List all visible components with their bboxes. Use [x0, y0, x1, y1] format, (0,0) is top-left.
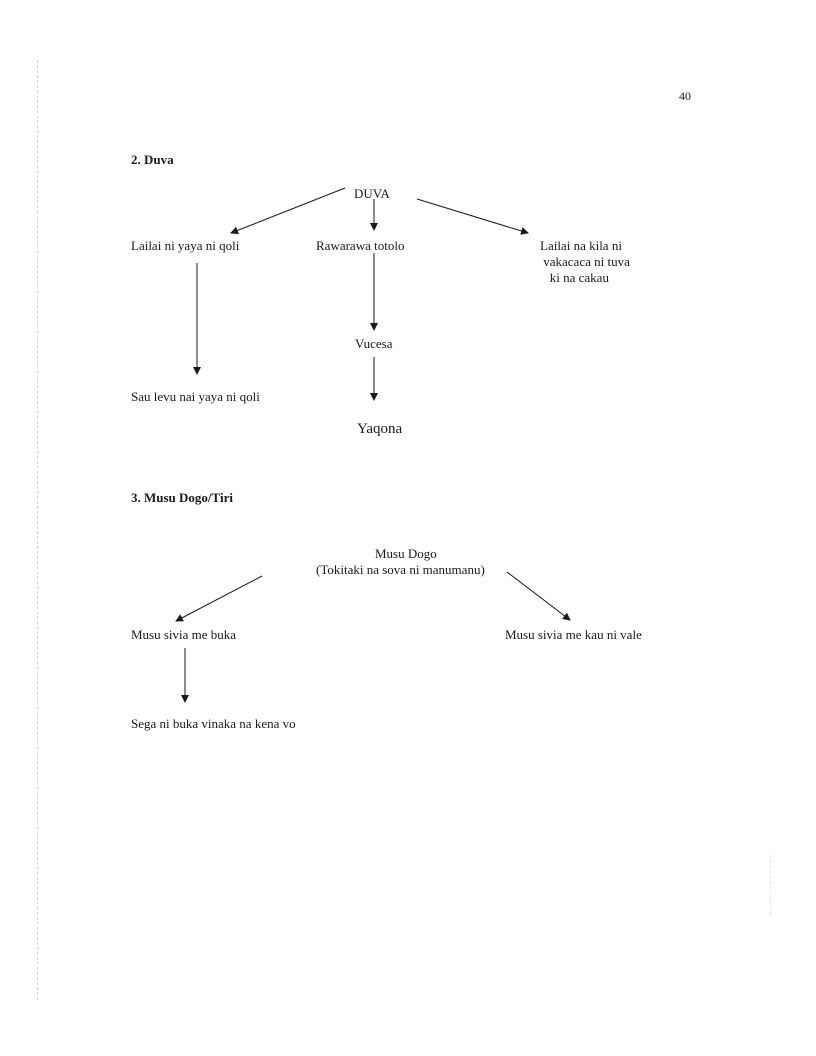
duva-left-result: Sau levu nai yaya ni qoli — [131, 389, 260, 404]
musu-right-branch: Musu sivia me kau ni vale — [505, 627, 642, 642]
musu-left-branch: Musu sivia me buka — [131, 627, 237, 642]
scan-margin-line — [37, 60, 38, 1000]
duva-root-node: DUVA — [354, 186, 390, 201]
duva-middle-branch: Rawarawa totolo — [316, 238, 405, 253]
arrow-duva-to-right — [416, 198, 529, 235]
page-number: 40 — [679, 89, 691, 103]
duva-middle-result: Yaqona — [357, 421, 403, 437]
musu-root-node: Musu Dogo — [375, 546, 437, 561]
duva-left-branch: Lailai ni yaya ni qoli — [131, 238, 240, 253]
section-heading-musu-dogo: 3. Musu Dogo/Tiri — [131, 490, 233, 505]
arrow-musu-to-right — [506, 571, 571, 621]
section-heading-duva: 2. Duva — [131, 152, 174, 167]
duva-middle-step: Vucesa — [355, 336, 393, 351]
duva-right-branch: Lailai na kila ni vakacaca ni tuva ki na… — [540, 238, 630, 285]
musu-left-result: Sega ni buka vinaka na kena vo — [131, 716, 296, 731]
arrow-duva-to-left — [230, 187, 346, 235]
arrow-musu-to-left — [175, 575, 263, 622]
scan-margin-line-right — [770, 855, 771, 915]
musu-root-subtitle: (Tokitaki na sova ni manumanu) — [316, 562, 485, 577]
